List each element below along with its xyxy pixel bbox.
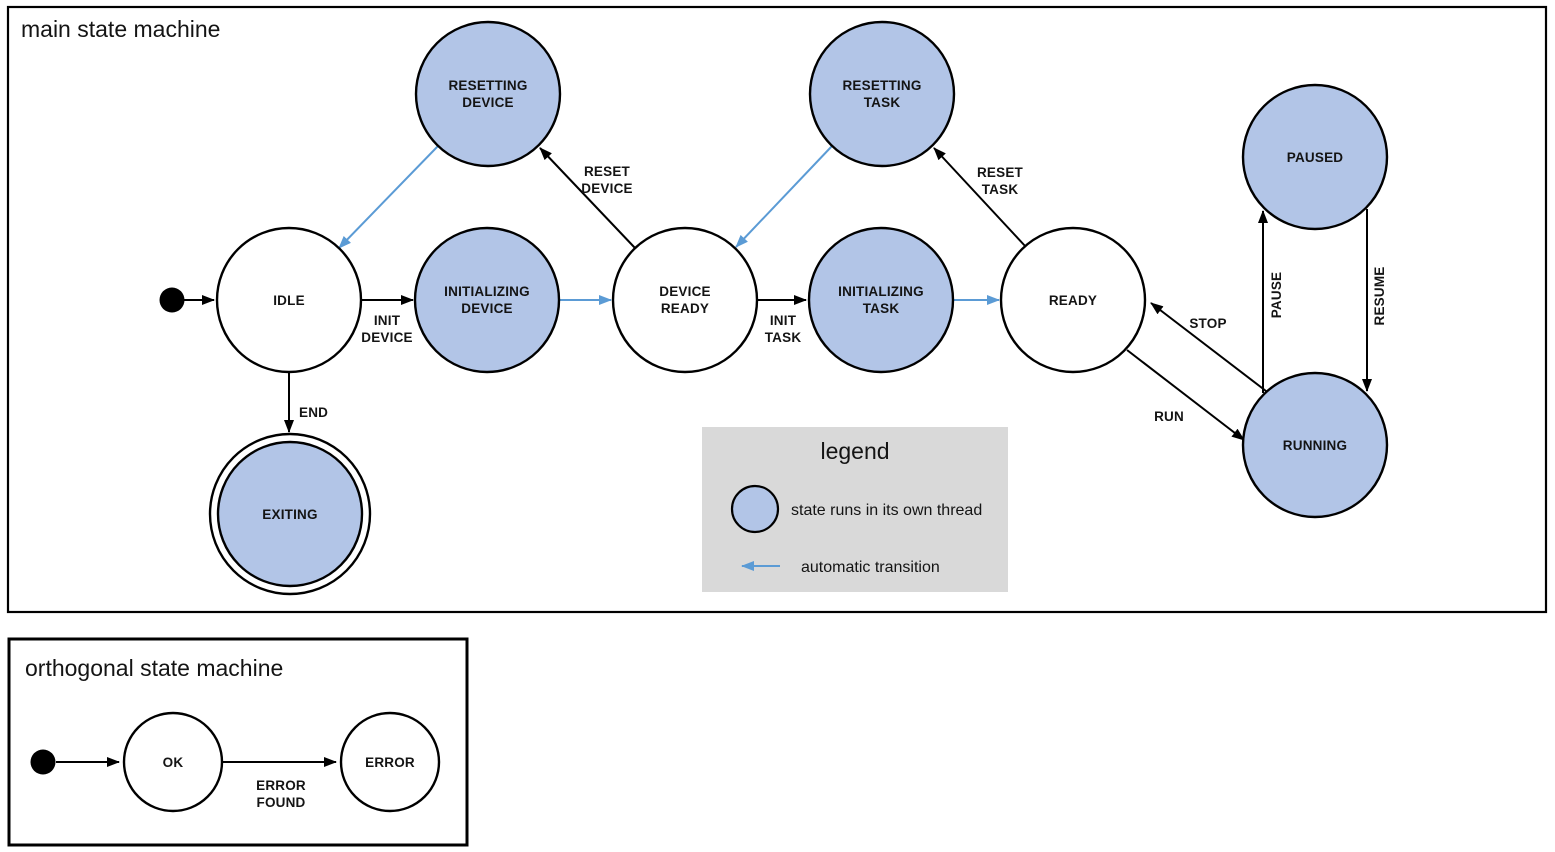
transition-init-task-label: INIT bbox=[770, 313, 797, 328]
state-resetting-task-label: RESETTING bbox=[842, 78, 921, 93]
state-error: ERROR bbox=[339, 711, 441, 813]
main-machine-border bbox=[6, 5, 1548, 614]
state-initializing-task-label: INITIALIZING bbox=[838, 284, 924, 299]
state-running: RUNNING bbox=[1241, 371, 1389, 519]
transition-stop-arrow bbox=[1150, 302, 1267, 392]
orthogonal-machine-border bbox=[7, 637, 469, 847]
orthogonal-machine-title: orthogonal state machine bbox=[25, 655, 283, 681]
transition-error-found-label: ERROR bbox=[256, 778, 306, 793]
state-ok-label: OK bbox=[163, 755, 184, 770]
state-exiting-circle bbox=[216, 440, 364, 588]
transition-pause-label: PAUSE bbox=[1269, 272, 1284, 319]
state-running-circle bbox=[1241, 371, 1389, 519]
orthogonal-state-machine: orthogonal state machine ERROR FOUND OK … bbox=[7, 637, 469, 847]
legend: legend state runs in its own thread auto… bbox=[702, 427, 1008, 592]
state-error-label: ERROR bbox=[365, 755, 415, 770]
legend-title: legend bbox=[820, 438, 889, 464]
state-ready-circle bbox=[999, 226, 1147, 374]
transition-resume-label: RESUME bbox=[1372, 267, 1387, 326]
state-ok-circle bbox=[122, 711, 224, 813]
state-initializing-task: INITIALIZING TASK bbox=[807, 226, 955, 374]
state-exiting-final: EXITING bbox=[208, 432, 372, 596]
transition-auto-resetting-task-to-device-ready-arrow bbox=[735, 145, 833, 248]
initial-state-dot bbox=[159, 287, 185, 313]
transition-init-task-label2: TASK bbox=[765, 330, 802, 345]
legend-thread-label: state runs in its own thread bbox=[791, 502, 982, 519]
transition-reset-task-label2: TASK bbox=[982, 182, 1019, 197]
state-resetting-device-label2: DEVICE bbox=[462, 95, 513, 110]
transition-init-device-label: INIT bbox=[374, 313, 401, 328]
state-idle-label: IDLE bbox=[273, 293, 305, 308]
state-ready-label: READY bbox=[1049, 293, 1097, 308]
transition-reset-device-label: RESET bbox=[584, 164, 631, 179]
legend-threaded-state-swatch bbox=[730, 484, 780, 534]
state-initializing-task-label2: TASK bbox=[863, 301, 900, 316]
state-ready: READY bbox=[999, 226, 1147, 374]
transition-end-label: END bbox=[299, 405, 328, 420]
main-state-machine: main state machine INIT DEVICE RESET DEV… bbox=[6, 5, 1548, 614]
state-resetting-task-label2: TASK bbox=[864, 95, 901, 110]
state-resetting-device-label: RESETTING bbox=[448, 78, 527, 93]
state-initializing-device-label: INITIALIZING bbox=[444, 284, 530, 299]
transition-stop-label: STOP bbox=[1189, 316, 1226, 331]
state-error-circle bbox=[339, 711, 441, 813]
state-paused-circle bbox=[1241, 83, 1389, 231]
transition-reset-device-arrow bbox=[539, 147, 636, 249]
state-device-ready-label: DEVICE bbox=[659, 284, 710, 299]
state-paused: PAUSED bbox=[1241, 83, 1389, 231]
state-paused-label: PAUSED bbox=[1287, 150, 1344, 165]
transition-auto-resetting-device-to-idle-arrow bbox=[338, 145, 439, 249]
state-device-ready-label2: READY bbox=[661, 301, 709, 316]
transition-reset-task-arrow bbox=[933, 147, 1027, 248]
transition-run-arrow bbox=[1126, 349, 1245, 441]
state-running-label: RUNNING bbox=[1283, 438, 1347, 453]
transition-run-label: RUN bbox=[1154, 409, 1184, 424]
state-initializing-task-circle bbox=[807, 226, 955, 374]
transition-init-device-label2: DEVICE bbox=[361, 330, 412, 345]
transition-reset-device-label2: DEVICE bbox=[581, 181, 632, 196]
state-device-ready-circle bbox=[611, 226, 759, 374]
state-idle-circle bbox=[215, 226, 363, 374]
orthogonal-initial-state-dot bbox=[30, 749, 56, 775]
state-idle: IDLE bbox=[215, 226, 363, 374]
state-initializing-device-circle bbox=[413, 226, 561, 374]
state-ok: OK bbox=[122, 711, 224, 813]
state-resetting-task: RESETTING TASK bbox=[808, 20, 956, 168]
state-initializing-device: INITIALIZING DEVICE bbox=[413, 226, 561, 374]
transition-reset-task-label: RESET bbox=[977, 165, 1024, 180]
state-resetting-device-circle bbox=[414, 20, 562, 168]
state-device-ready: DEVICE READY bbox=[611, 226, 759, 374]
state-resetting-device: RESETTING DEVICE bbox=[414, 20, 562, 168]
transition-error-found-label2: FOUND bbox=[257, 795, 306, 810]
legend-auto-label: automatic transition bbox=[801, 559, 940, 576]
main-machine-title: main state machine bbox=[21, 16, 220, 42]
state-resetting-task-circle bbox=[808, 20, 956, 168]
state-exiting-label: EXITING bbox=[262, 507, 317, 522]
state-initializing-device-label2: DEVICE bbox=[461, 301, 512, 316]
